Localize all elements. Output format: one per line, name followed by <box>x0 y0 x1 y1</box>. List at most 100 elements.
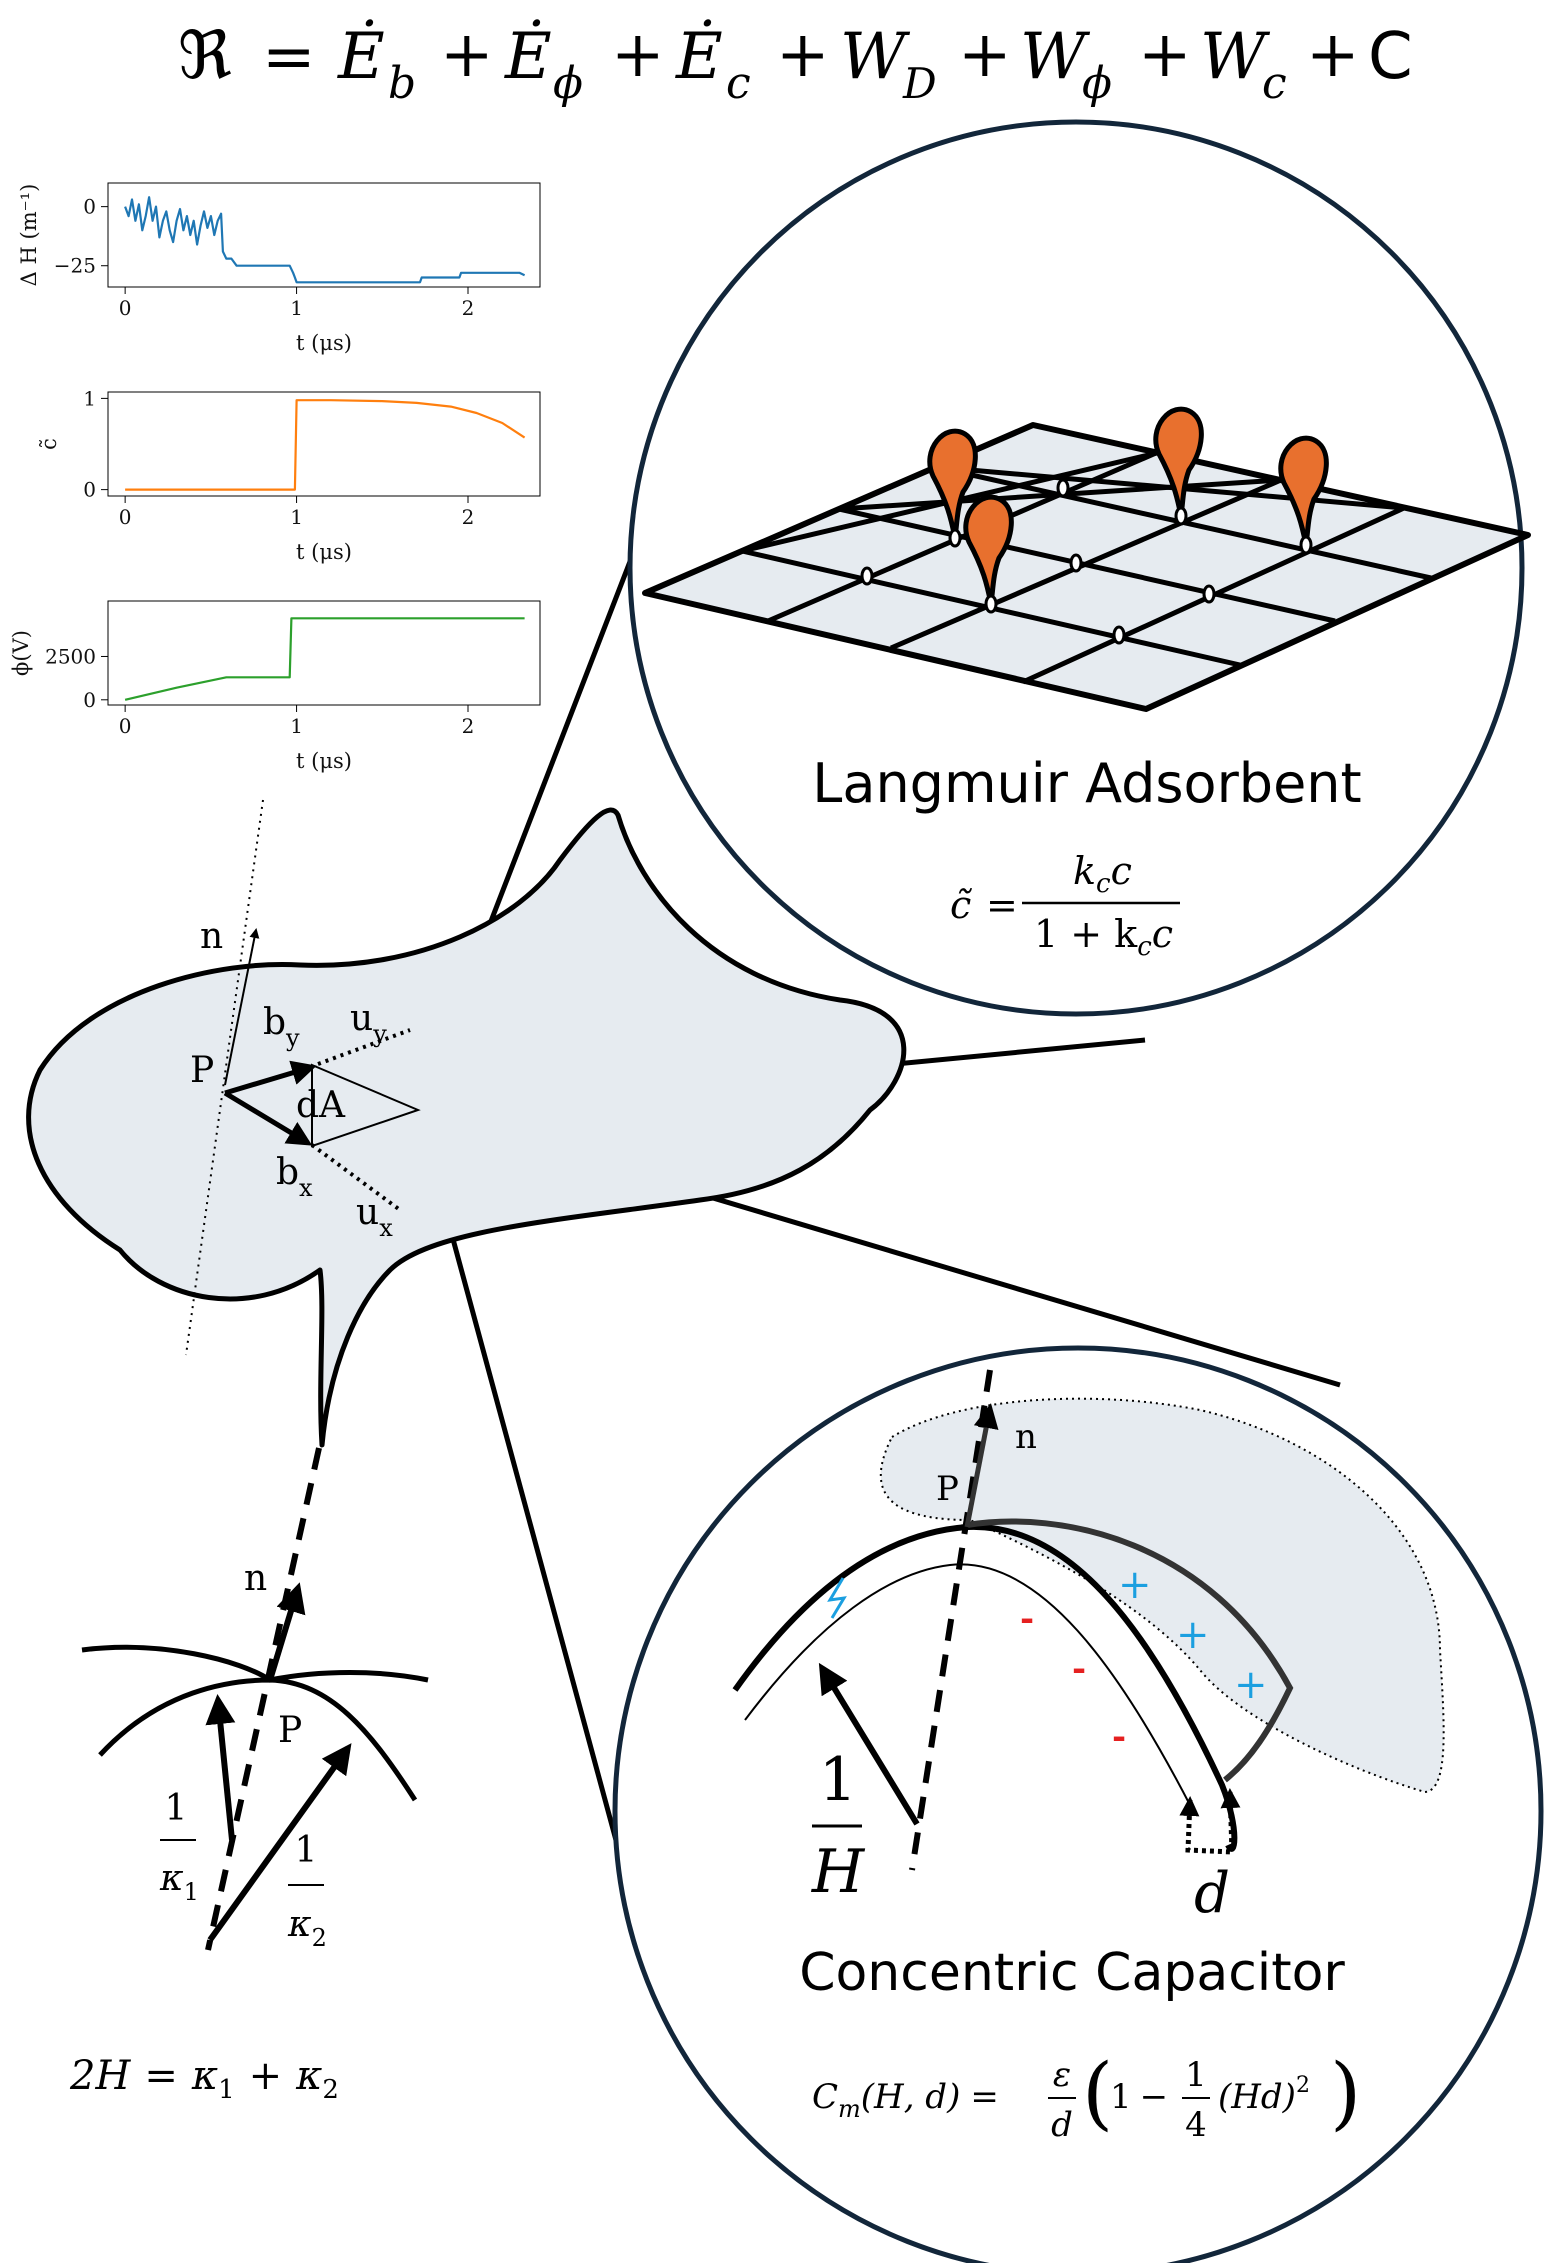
svg-text:1: 1 <box>295 1830 318 1871</box>
langmuir-equation: c̃ = kcc 1 + kcc <box>950 849 1180 962</box>
eq-term-ec: Ė <box>675 19 723 94</box>
surface-patch: n P by uy dA bx ux <box>26 799 907 1448</box>
eq-plus-6: + <box>1306 18 1360 92</box>
y-tick-label: 0 <box>83 195 96 219</box>
lightning-icon <box>827 1577 847 1619</box>
bx-vector <box>223 1090 313 1146</box>
y-tick-label: 0 <box>83 478 96 502</box>
x-tick-label: 2 <box>462 505 475 529</box>
capacitor-panel: + + + - - - n P 1 H d Concentric Capacit… <box>612 1345 1544 2263</box>
surface-n-label: n <box>200 916 223 957</box>
eq-sub-phi: ϕ <box>553 58 583 109</box>
eq-term-wd: W <box>840 20 911 94</box>
eq-equals: = <box>262 20 316 94</box>
x-tick-label: 0 <box>119 505 132 529</box>
site <box>1112 625 1126 645</box>
radius-2-arrow <box>207 1743 352 1942</box>
svg-text:κ1: κ1 <box>159 1858 199 1906</box>
plus-charge: + <box>1234 1662 1268 1708</box>
chart-ylabel: ϕ(V) <box>9 630 33 676</box>
inv-h-label: 1 H <box>811 1745 866 1907</box>
inv-kappa1: 1 κ1 <box>159 1788 199 1906</box>
capacitor-normal-dashed <box>909 1369 993 1871</box>
eq-constant: C <box>1368 20 1413 94</box>
y-tick-label: −25 <box>54 254 96 278</box>
normal-vector <box>224 928 260 1086</box>
eq-plus-4: + <box>958 18 1012 92</box>
svg-text:κ2: κ2 <box>287 1904 327 1952</box>
eq-term-ephi: Ė <box>504 19 552 94</box>
capacitor-p-label: P <box>936 1469 959 1509</box>
eq-sub-b: b <box>388 58 416 109</box>
x-tick-label: 1 <box>290 296 303 320</box>
x-tick-label: 2 <box>462 296 475 320</box>
capacitor-title: Concentric Capacitor <box>799 1943 1345 2003</box>
area-element <box>311 1063 421 1148</box>
eq-term-eb: Ė <box>337 19 385 94</box>
adsorbates <box>927 406 1329 614</box>
principal-curve-2 <box>98 1677 418 1802</box>
x-tick-label: 1 <box>290 505 303 529</box>
svg-text:4: 4 <box>1185 2105 1207 2145</box>
svg-text:1: 1 <box>1185 2055 1207 2095</box>
svg-text:1 + kcc: 1 + kcc <box>1034 912 1173 962</box>
eq-plus-2: + <box>611 18 665 92</box>
svg-text:1−: 1− <box>1110 2077 1168 2117</box>
gap-d-label: d <box>1194 1861 1230 1926</box>
surface-p-label: P <box>190 1050 214 1091</box>
minus-charge: - <box>1112 1717 1126 1757</box>
site <box>1202 584 1216 604</box>
curvature-n-label: n <box>244 1558 267 1599</box>
plus-charge: + <box>1176 1612 1210 1658</box>
minus-charges: - - - <box>1020 1599 1126 1757</box>
ux-dotted <box>310 1143 402 1212</box>
x-tick-label: 0 <box>119 714 132 738</box>
top-equation: ℜ = Ė b + Ė ϕ + Ė c + W D + W ϕ + W c + … <box>178 17 1413 109</box>
site <box>860 566 874 586</box>
normal-dashed <box>205 1447 322 1951</box>
chart-marks: 0 1 2 0 1 <box>83 386 526 529</box>
svg-text:c̃: c̃ <box>950 883 972 927</box>
eq-sub-phi-2: ϕ <box>1082 58 1112 109</box>
svg-text:1: 1 <box>165 1788 188 1829</box>
surface-shape <box>26 807 907 1448</box>
svg-text:=: = <box>986 883 1018 927</box>
capacitor-normal-vector <box>964 1403 999 1528</box>
svg-text:(: ( <box>1082 2046 1113 2139</box>
minus-charge: - <box>1072 1649 1086 1689</box>
langmuir-title: Langmuir Adsorbent <box>812 752 1361 815</box>
binding-sites <box>860 478 1216 645</box>
eq-lhs: ℜ <box>178 17 232 94</box>
y-tick-label: 1 <box>83 386 96 410</box>
adsorbate-molecule <box>963 494 1014 614</box>
site <box>1056 478 1070 498</box>
curvature-normal-vector <box>267 1582 306 1681</box>
gap-d-bracket <box>1179 1788 1241 1855</box>
da-label: dA <box>296 1085 346 1126</box>
eq-term-wphi: W <box>1020 20 1091 94</box>
eq-plus-3: + <box>776 18 830 92</box>
eq-plus-1: + <box>440 18 494 92</box>
svg-text:(Hd)2: (Hd)2 <box>1218 2073 1310 2117</box>
curvature-diagram: n P 1 κ1 1 κ2 2H=κ1+κ2 <box>69 1447 429 2105</box>
principal-curve-1 <box>81 1644 429 1683</box>
svg-text:ε: ε <box>1053 2055 1071 2095</box>
svg-text:): ) <box>1330 2046 1361 2139</box>
outer-plate-upper <box>966 1518 1294 1783</box>
normal-axis-dotted <box>185 799 264 1356</box>
chart-frame <box>107 182 541 288</box>
x-tick-label: 0 <box>119 296 132 320</box>
chart-marks: 0 1 2 0 −25 <box>54 195 526 320</box>
eq-sub-d: D <box>902 59 937 108</box>
series-line <box>125 399 526 491</box>
adsorbate-molecule <box>1153 406 1204 526</box>
svg-text:kcc: kcc <box>1073 849 1132 899</box>
svg-text:2H=κ1+κ2: 2H=κ1+κ2 <box>69 2053 339 2105</box>
capacitor-equation: Cm(H, d)= ε d ( 1− 1 4 (Hd)2 ) <box>812 2046 1361 2145</box>
series-line <box>124 196 526 284</box>
uy-label: uy <box>350 998 387 1048</box>
chart-xlabel: t (μs) <box>296 331 352 355</box>
by-label: by <box>263 1002 300 1052</box>
